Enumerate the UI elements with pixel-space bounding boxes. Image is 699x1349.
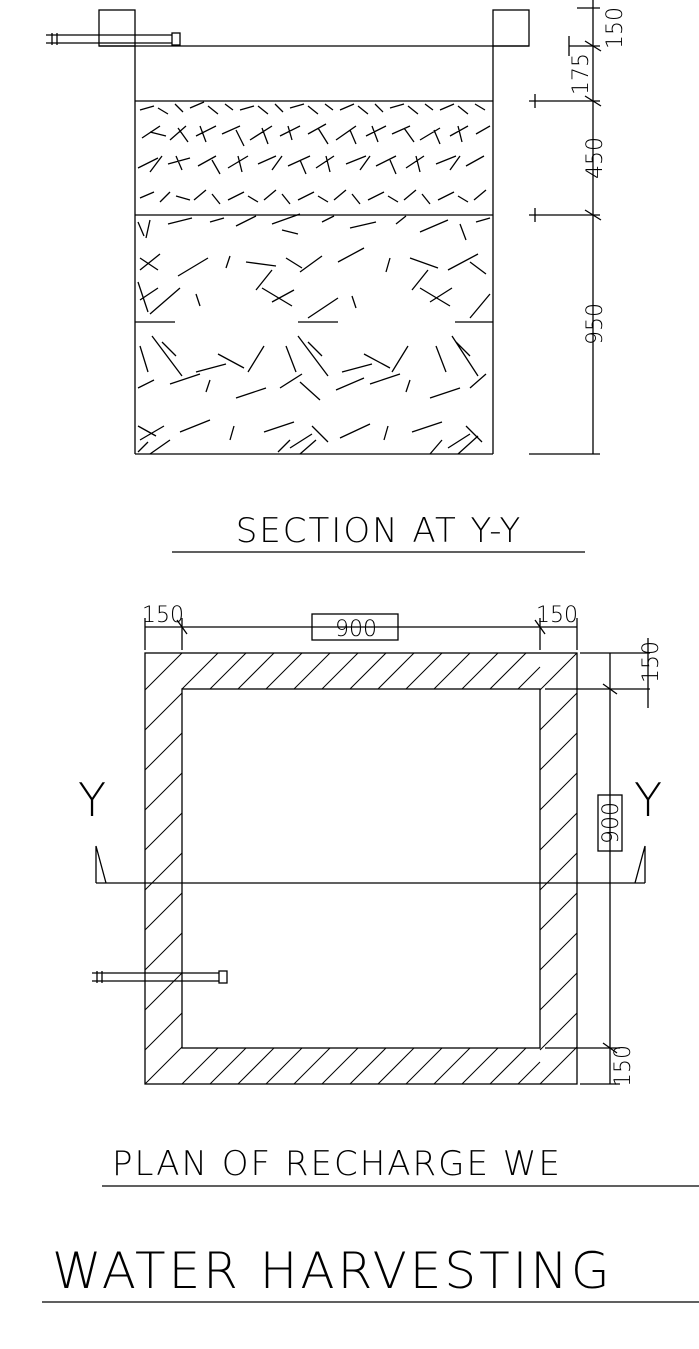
- inlet-pipe-section: [46, 32, 181, 46]
- plan-outer-wall: [144, 652, 578, 1085]
- dim-label-wall-bottom: 150: [611, 1045, 636, 1087]
- plan-view: Y Y 150 900 150: [78, 603, 699, 1187]
- dim-label-wall-left: 150: [142, 603, 184, 628]
- dim-label-top: 150: [603, 7, 628, 49]
- section-mark-right: Y: [634, 773, 662, 827]
- section-view: 150 175 450 950 SECTION AT Y-Y: [46, 0, 628, 553]
- filter-layer-texture: [137, 101, 491, 205]
- dim-label-wall-top: 150: [639, 641, 664, 683]
- dim-label-wall-right: 150: [536, 603, 578, 628]
- cover-block-right: [492, 9, 530, 47]
- dim-label-inner-width: 900: [335, 617, 377, 642]
- inlet-pipe-plan: [92, 970, 228, 984]
- section-cut-arrow-right: [634, 845, 646, 884]
- dim-label-bottom-layer: 950: [583, 303, 608, 345]
- main-title: WATER HARVESTING: [52, 1242, 613, 1300]
- cover-block-left: [98, 9, 136, 47]
- plan-top-dimensions: [144, 613, 578, 650]
- plan-title: PLAN OF RECHARGE WE: [112, 1144, 562, 1184]
- dim-label-filter-layer: 450: [583, 137, 608, 179]
- plan-right-dimensions: [545, 638, 650, 1085]
- plan-inner-pit: [181, 688, 541, 1049]
- section-cut-arrow-left: [95, 845, 107, 884]
- gravel-layer-texture: [135, 213, 493, 455]
- dim-label-inner-height: 900: [599, 802, 624, 844]
- section-dimensions: [529, 0, 602, 455]
- section-mark-left: Y: [78, 773, 106, 827]
- section-title: SECTION AT Y-Y: [236, 511, 523, 551]
- plan-wall-hatch: [144, 652, 578, 1085]
- dim-label-freeboard: 175: [569, 53, 594, 95]
